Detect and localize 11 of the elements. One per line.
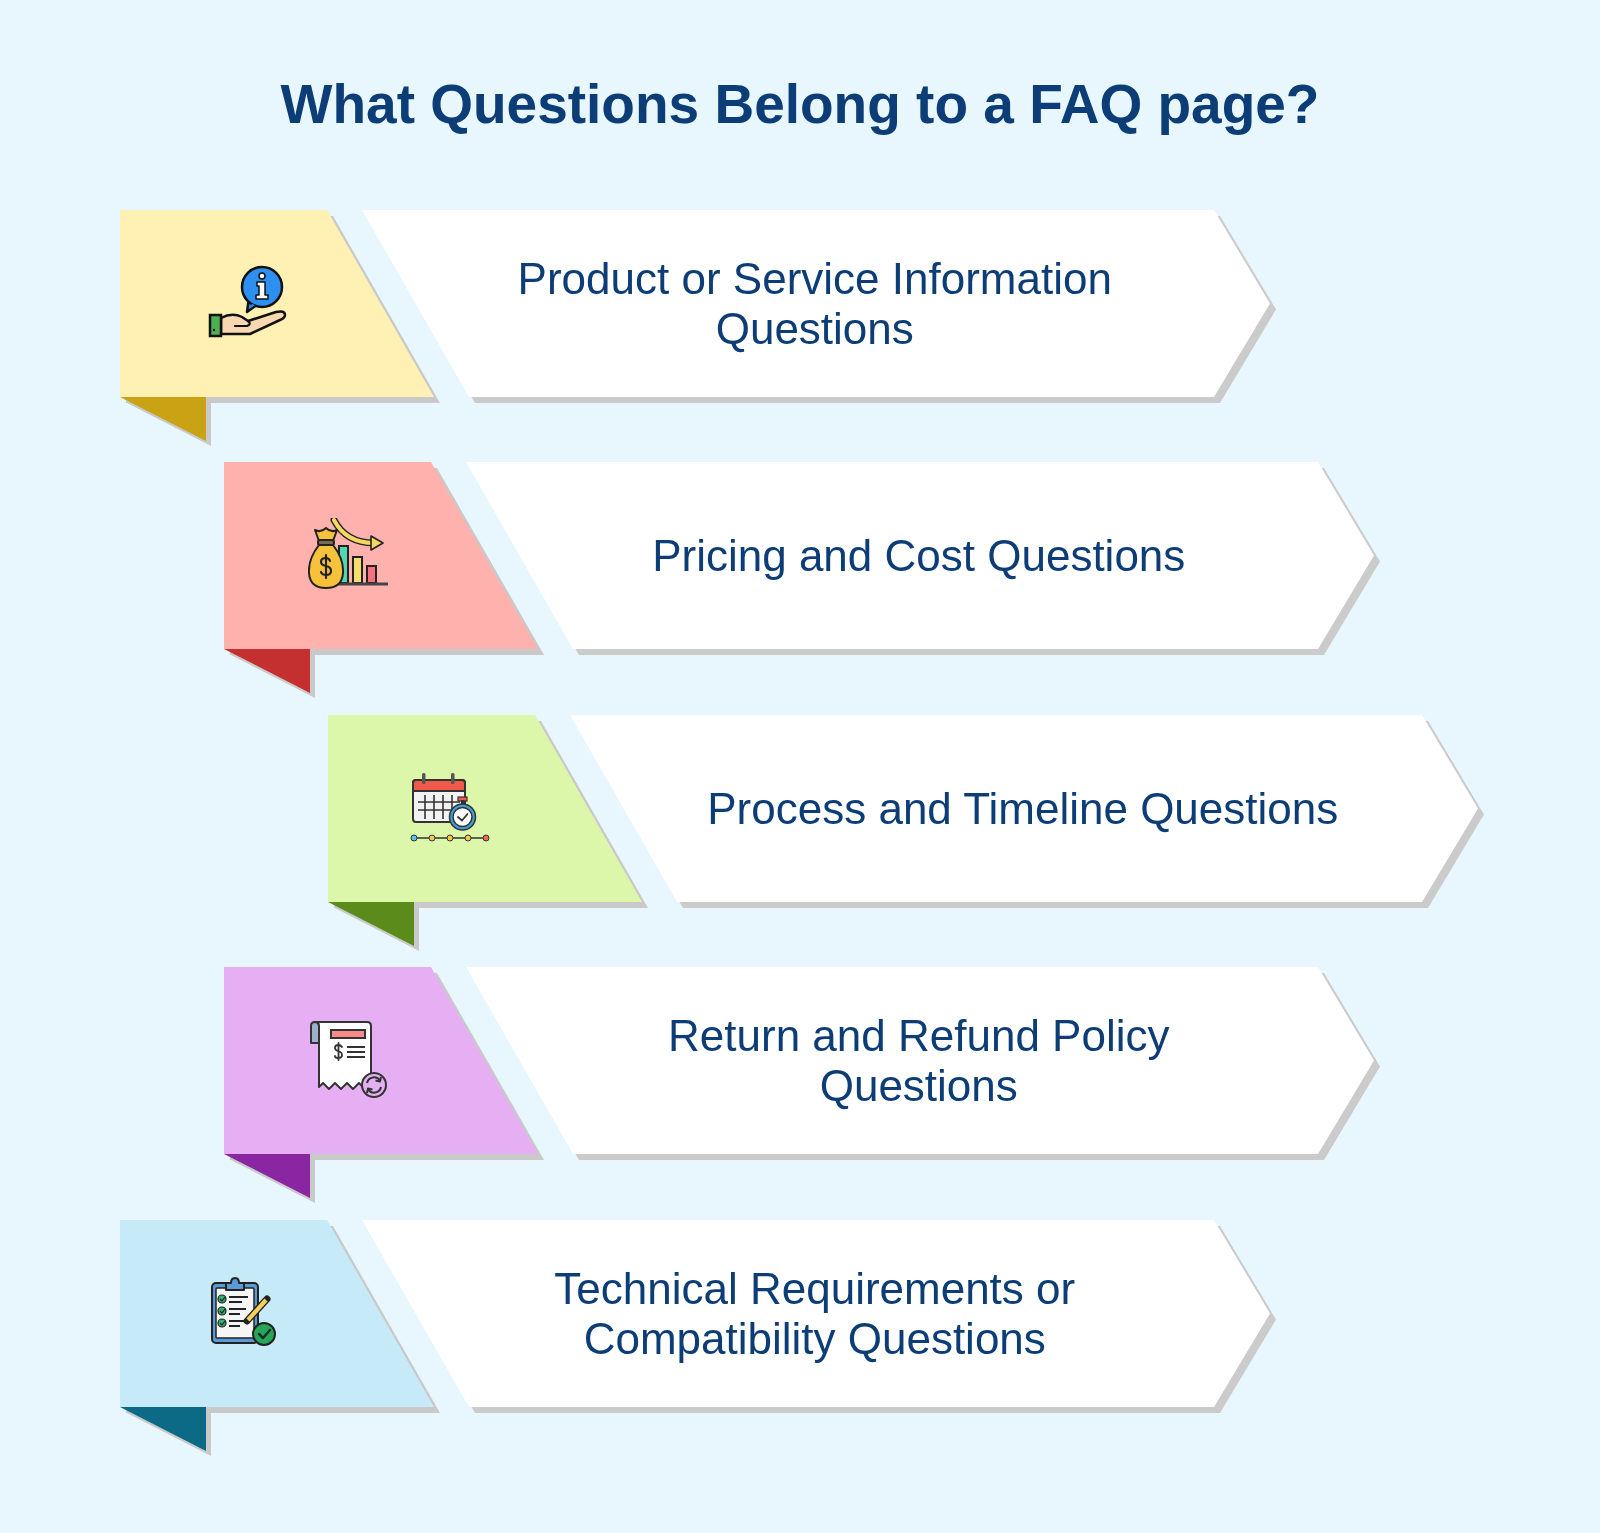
banner-text: Pricing and Cost Questions: [652, 530, 1186, 581]
banner-text: Return and Refund Policy Questions: [667, 1010, 1171, 1111]
arrow-banner: [466, 967, 1380, 1160]
banner-text: Process and Timeline Questions: [707, 783, 1339, 834]
arrow-banner: [362, 210, 1276, 403]
arrow-banner: [570, 715, 1484, 908]
banner-text: Technical Requirements or Compatibility Questions: [553, 1263, 1077, 1364]
diagram-title: What Questions Belong to a FAQ page?: [280, 72, 1320, 136]
arrow-banner: [362, 1220, 1276, 1413]
arrow-banner: [466, 462, 1380, 655]
banner-text: Product or Service Information Questions: [516, 253, 1113, 354]
